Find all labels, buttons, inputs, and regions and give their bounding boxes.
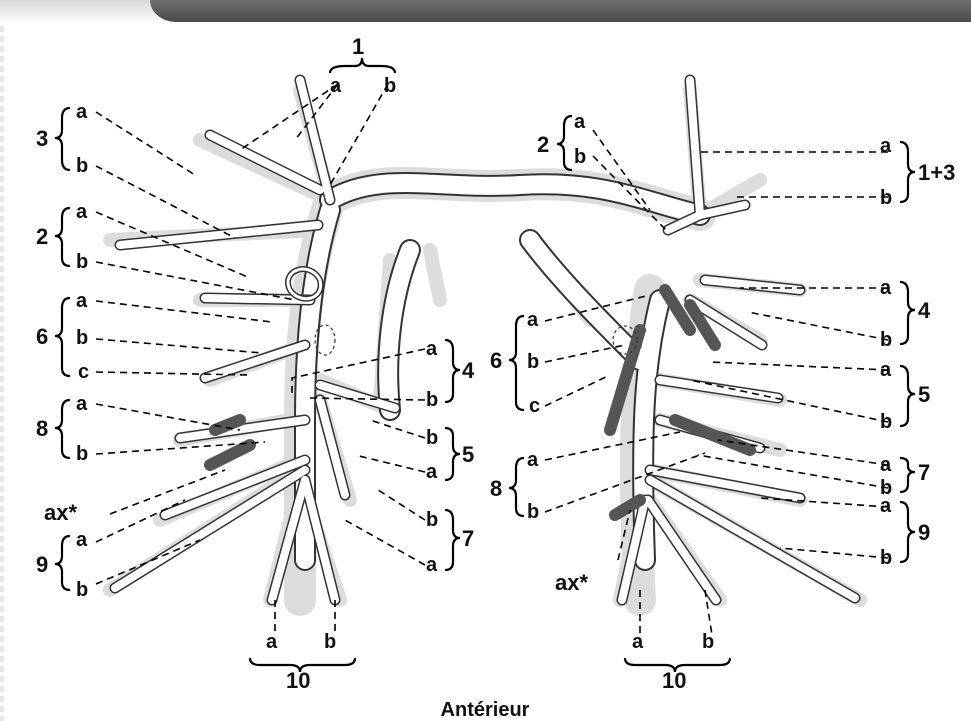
footer-anterior: Antérieur [441,699,530,721]
label-seg5-b: b [426,427,438,449]
label-r-seg5-a: a [880,359,892,381]
label-seg3: 3 [36,126,48,151]
label-seg7-b: b [426,509,438,531]
label-r-seg10: 10 [662,668,686,693]
label-left-ax: ax* [44,500,77,525]
label-seg2-a: a [76,201,88,223]
label-seg7-a: a [426,554,438,576]
label-r-seg6-b: b [527,351,539,373]
label-seg3-b: b [76,155,88,177]
label-r-seg2-a: a [574,111,586,133]
label-r-seg2-b: b [574,146,586,168]
label-r-seg8: 8 [490,476,502,501]
label-r-seg8-b: b [527,501,539,523]
label-r-seg13: 1+3 [918,160,955,185]
label-r-seg9-b: b [880,547,892,569]
label-seg9-b: b [76,579,88,601]
label-r-seg4-a: a [880,277,892,299]
label-r-seg5-b: b [880,411,892,433]
label-seg5: 5 [462,442,474,467]
label-r-seg6-c: c [529,395,540,417]
label-r-seg7: 7 [918,460,930,485]
label-seg4-b: b [426,389,438,411]
label-r-seg6: 6 [490,348,502,373]
label-seg9: 9 [36,552,48,577]
label-seg6-c: c [78,361,89,383]
label-r-seg5: 5 [918,382,930,407]
label-seg8: 8 [36,416,48,441]
label-r-seg6-a: a [527,309,539,331]
label-seg6-a: a [76,290,88,312]
label-seg10-b: b [324,631,336,653]
label-r-seg8-a: a [527,449,539,471]
label-seg10-a: a [266,631,278,653]
label-r-seg13-b: b [880,187,892,209]
label-r-seg9-a: a [880,495,892,517]
label-r-seg2: 2 [537,132,549,157]
label-seg5-a: a [426,461,438,483]
label-seg10: 10 [286,668,310,693]
label-seg6: 6 [36,324,48,349]
label-right-ax: ax* [555,570,588,595]
label-seg6-b: b [76,327,88,349]
label-r-seg9: 9 [918,520,930,545]
airway-tree [110,80,860,600]
label-seg8-b: b [76,443,88,465]
label-seg4: 4 [462,358,475,383]
label-r-seg4-b: b [880,329,892,351]
label-seg1: 1 [352,34,364,59]
label-seg1-b: b [384,75,396,97]
label-seg3-a: a [76,101,88,123]
label-r-seg13-a: a [880,135,892,157]
label-r-seg10-a: a [632,631,644,653]
label-r-seg10-b: b [702,631,714,653]
label-seg2: 2 [36,224,48,249]
label-seg9-a: a [76,529,88,551]
label-r-seg4: 4 [918,298,931,323]
label-seg4-a: a [426,338,438,360]
label-seg8-a: a [76,393,88,415]
label-seg2-b: b [76,251,88,273]
label-r-seg7-a: a [880,454,892,476]
label-seg1-a: a [330,75,342,97]
label-seg7: 7 [462,526,474,551]
